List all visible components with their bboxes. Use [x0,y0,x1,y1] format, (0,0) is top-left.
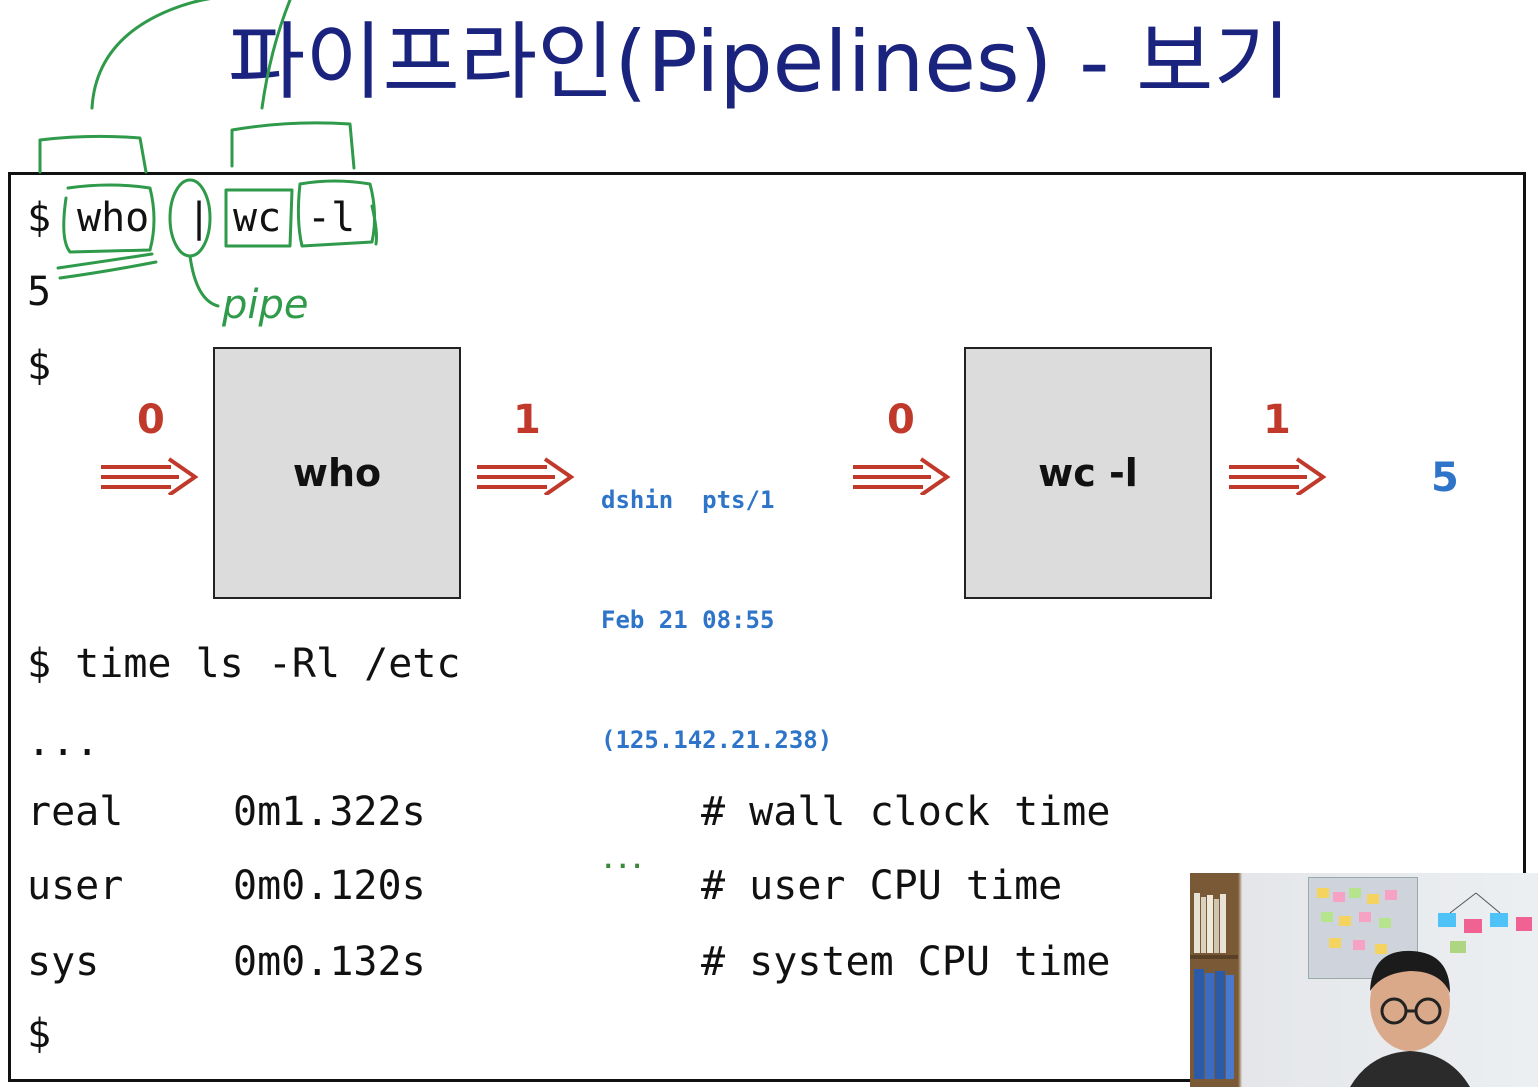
slide-title: 파이프라인(Pipelines) - 보기 [228,13,1291,111]
presenter-avatar [1350,950,1470,1087]
final-prompt: $ [27,1011,52,1057]
stream-line: (125.142.21.238) [601,726,833,754]
output-count: 5 [27,269,52,315]
fd-in-who: 0 [137,397,165,443]
pipeline-result: 5 [1431,455,1459,501]
row-value-real: 0m1.322s [233,789,426,835]
stream-line: dshin pts/1 [601,486,775,514]
terminal-panel: $ who | wc -l 5 $ 0 who 1 dshin pts/1 Fe… [8,172,1526,1082]
prompt-2: $ [27,343,52,389]
arrow-in-wc [853,457,951,495]
token-flag: -l [307,195,356,241]
stream-line: ... [601,846,645,874]
prompt-1: $ [27,195,52,241]
presenter-webcam [1190,873,1538,1087]
ellipsis: ... [27,719,100,765]
row-value-sys: 0m0.132s [233,939,426,985]
row-comment-sys: # system CPU time [701,939,1111,985]
row-comment-real: # wall clock time [701,789,1111,835]
diagram-notes-icon [1438,892,1532,953]
row-value-user: 0m0.120s [233,863,426,909]
pipe-stream-text: dshin pts/1 Feb 21 08:55 (125.142.21.238… [601,400,832,960]
process-box-wc: wc -l [964,347,1212,599]
arrow-in-who [101,457,199,495]
fd-in-wc: 0 [887,397,915,443]
row-label-sys: sys [27,939,100,985]
row-comment-user: # user CPU time [701,863,1063,909]
token-pipe: | [187,195,212,241]
fd-out-wc: 1 [1263,397,1291,443]
fd-out-who: 1 [513,397,541,443]
bookshelf-icon [1190,873,1238,1087]
token-who: who [77,195,150,241]
arrow-out-wc [1229,457,1327,495]
arrow-out-who [477,457,575,495]
process-box-who: who [213,347,461,599]
row-label-real: real [27,789,124,835]
row-label-user: user [27,863,124,909]
token-wc: wc [233,195,282,241]
stream-line: Feb 21 08:55 [601,606,775,634]
time-command: $ time ls -Rl /etc [27,641,461,687]
